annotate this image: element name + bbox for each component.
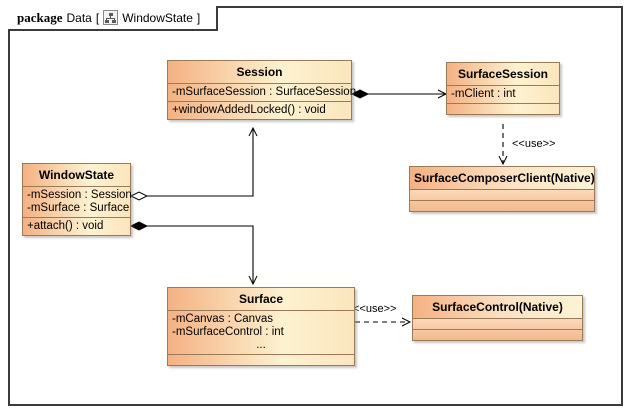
class-box-session[interactable]: Session -mSurfaceSession : SurfaceSessio… (167, 60, 356, 120)
class-title-window-state: WindowState (38, 168, 115, 182)
diagram-name: WindowState (122, 10, 193, 25)
class-title-surface: Surface (238, 292, 284, 306)
class-title-session: Session (236, 65, 283, 79)
class-operation: +attach() : void (23, 217, 130, 235)
class-operations-compartment (410, 200, 594, 211)
class-attribute: -mSurfaceControl : int (172, 326, 284, 338)
bracket-close: ] (196, 10, 201, 25)
class-attribute-ellipsis: ... (256, 339, 266, 351)
class-operations-compartment (168, 354, 354, 365)
class-attributes-compartment: -mCanvas : Canvas -mSurfaceControl : int… (168, 310, 354, 354)
stereotype-use-surfacecontrol: <<use>> (353, 303, 397, 315)
class-attribute: -mSurfaceSession : SurfaceSession (168, 83, 356, 101)
class-box-surface-session[interactable]: SurfaceSession -mClient : int (446, 62, 560, 115)
class-operations-compartment (413, 329, 582, 340)
class-attribute: -mClient : int (447, 85, 559, 103)
package-keyword: package (17, 9, 63, 25)
package-frame-border (8, 6, 623, 406)
class-attributes-compartment (413, 318, 582, 329)
class-operation: +windowAddedLocked() : void (168, 101, 351, 119)
class-attributes-compartment (410, 189, 594, 200)
class-title-surface-composer-client: SurfaceComposerClient(Native) (410, 167, 595, 189)
package-diagram-icon (103, 10, 119, 25)
class-attribute: -mSurface : Surface (27, 202, 130, 214)
class-attribute: -mCanvas : Canvas (172, 313, 273, 325)
class-title-surface-control: SurfaceControl(Native) (413, 296, 582, 318)
package-frame-header: package Data [ WindowState ] (8, 6, 219, 31)
bracket-open: [ (95, 10, 100, 25)
class-title-surface-session: SurfaceSession (457, 67, 549, 81)
class-box-surface-control[interactable]: SurfaceControl(Native) (412, 295, 583, 341)
class-box-surface[interactable]: Surface -mCanvas : Canvas -mSurfaceContr… (167, 287, 355, 366)
package-name: Data (66, 10, 92, 25)
class-operations-compartment (447, 103, 559, 114)
stereotype-use-composerclient: <<use>> (512, 138, 556, 150)
class-box-window-state[interactable]: WindowState -mSession : Session -mSurfac… (22, 163, 132, 236)
class-box-surface-composer-client[interactable]: SurfaceComposerClient(Native) (409, 166, 595, 212)
class-attribute: -mSession : Session (27, 189, 132, 201)
class-attributes-compartment: -mSession : Session -mSurface : Surface (23, 186, 132, 217)
